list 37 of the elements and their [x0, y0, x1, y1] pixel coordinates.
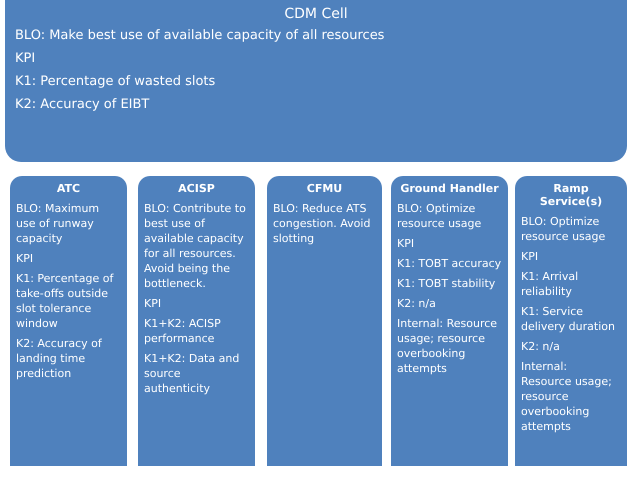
panel-text: K1: TOBT stability — [397, 276, 496, 291]
panel-text: KPI — [15, 51, 36, 66]
panel-heading: Ground Handler — [400, 182, 499, 195]
panel-text: BLO: Make best use of available capacity of all resources — [15, 28, 384, 43]
panel-text: Internal: Resource usage; resource overbooking attempts — [397, 316, 498, 376]
panel-text: BLO: Optimize resource usage — [521, 214, 606, 244]
panel-text: KPI — [521, 249, 538, 264]
panel-text: KPI — [16, 251, 34, 266]
column-panel — [391, 176, 508, 466]
panel-text: Internal: Resource usage; resource overbooking attempts — [521, 359, 613, 434]
panel-heading: CFMU — [306, 182, 342, 195]
panel-text: BLO: Reduce ATS congestion. Avoid slotting — [273, 201, 372, 246]
column-panel — [267, 176, 382, 466]
header-panel — [5, 0, 627, 162]
column-panel — [515, 176, 627, 466]
panel-heading: CDM Cell — [284, 6, 348, 22]
panel-text: K1: Percentage of wasted slots — [15, 74, 216, 89]
panel-text: K1+K2: Data and source authenticity — [144, 351, 240, 396]
column-panel — [10, 176, 127, 466]
panel-text: BLO: Optimize resource usage — [397, 201, 482, 231]
panel-text: K1: TOBT accuracy — [397, 256, 502, 271]
panel-text: K1: Percentage of take-offs outside slot tolerance window — [16, 271, 115, 331]
panel-text: K1+K2: ACISP performance — [144, 316, 222, 346]
panel-text: KPI — [144, 296, 162, 311]
panel-text: K2: Accuracy of EIBT — [15, 97, 150, 112]
panel-text: K2: Accuracy of landing time prediction — [16, 336, 103, 381]
panel-text: K2: n/a — [397, 296, 436, 311]
panel-text: K1: Service delivery duration — [521, 304, 616, 334]
panel-text: KPI — [397, 236, 414, 251]
column-panel — [138, 176, 255, 466]
panel-heading: ACISP — [178, 182, 215, 195]
panel-text: K2: n/a — [521, 339, 560, 354]
panel-text: BLO: Maximum use of runway capacity — [16, 201, 100, 246]
panel-text: K1: Arrival reliability — [521, 269, 580, 299]
panel-text: BLO: Contribute to best use of available capacity for all resources. Avoid being the bottleneck. — [144, 201, 247, 291]
panel-heading: Ramp Service(s) — [538, 182, 604, 208]
panel-heading: ATC — [56, 182, 80, 195]
